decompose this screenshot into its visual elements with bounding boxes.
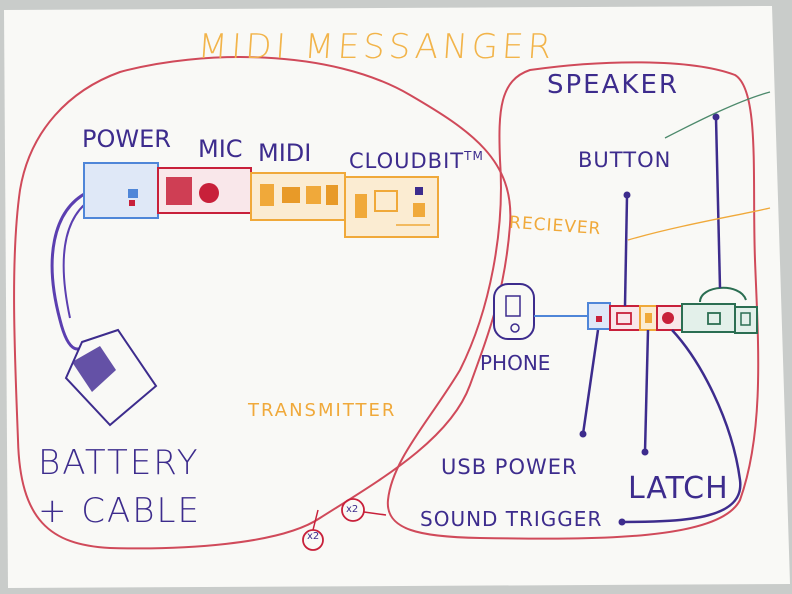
usb-power-label: USB POWER <box>441 455 578 479</box>
latch-label: LATCH <box>628 471 729 506</box>
battery-label: BATTERY + CABLE <box>38 440 201 535</box>
sound-trigger-pointer <box>621 329 742 524</box>
sound-trigger-label: SOUND TRIGGER <box>420 507 603 531</box>
cloudbit-module <box>344 176 439 238</box>
speaker-wire <box>664 91 771 139</box>
power-label: POWER <box>82 125 171 153</box>
battery-line2: + CABLE <box>38 490 201 531</box>
battery-cable-inner <box>62 199 91 319</box>
power-module <box>83 162 159 219</box>
cloudbit-label: CLOUDBITTM <box>349 150 484 172</box>
phone-drawing <box>493 283 590 340</box>
speaker-label: SPEAKER <box>547 70 679 100</box>
receiver-midi-module <box>639 305 658 331</box>
x2-label-left: x2 <box>307 531 320 542</box>
diagram-title: MIDI MESSANGER <box>196 27 557 67</box>
speaker-pointer <box>714 117 722 289</box>
latch-pointer <box>643 329 650 453</box>
receiver-button-module <box>609 305 641 331</box>
x2-label-right: x2 <box>346 504 359 515</box>
battery-pack <box>64 328 158 427</box>
x2-marker-right <box>341 498 365 522</box>
midi-module <box>250 172 346 221</box>
cloudbit-text: CLOUDBIT <box>349 149 465 173</box>
midi-label: MIDI <box>258 139 312 167</box>
button-label: BUTTON <box>578 148 672 172</box>
transmitter-boundary <box>13 56 512 550</box>
paper-sheet <box>4 6 790 588</box>
receiver-pointer <box>627 207 771 241</box>
mic-label: MIC <box>198 135 243 163</box>
battery-line1: BATTERY <box>38 443 200 483</box>
receiver-latch-module <box>656 305 683 331</box>
speaker-module <box>681 286 758 334</box>
button-pointer <box>623 195 629 307</box>
usb-power-pointer <box>581 329 600 435</box>
receiver-boundary <box>386 61 760 540</box>
phone-label: PHONE <box>480 351 551 375</box>
mic-module <box>157 167 252 214</box>
transmitter-label: TRANSMITTER <box>248 400 397 421</box>
receiver-power-module <box>587 302 611 330</box>
trademark-mark: TM <box>464 149 484 163</box>
